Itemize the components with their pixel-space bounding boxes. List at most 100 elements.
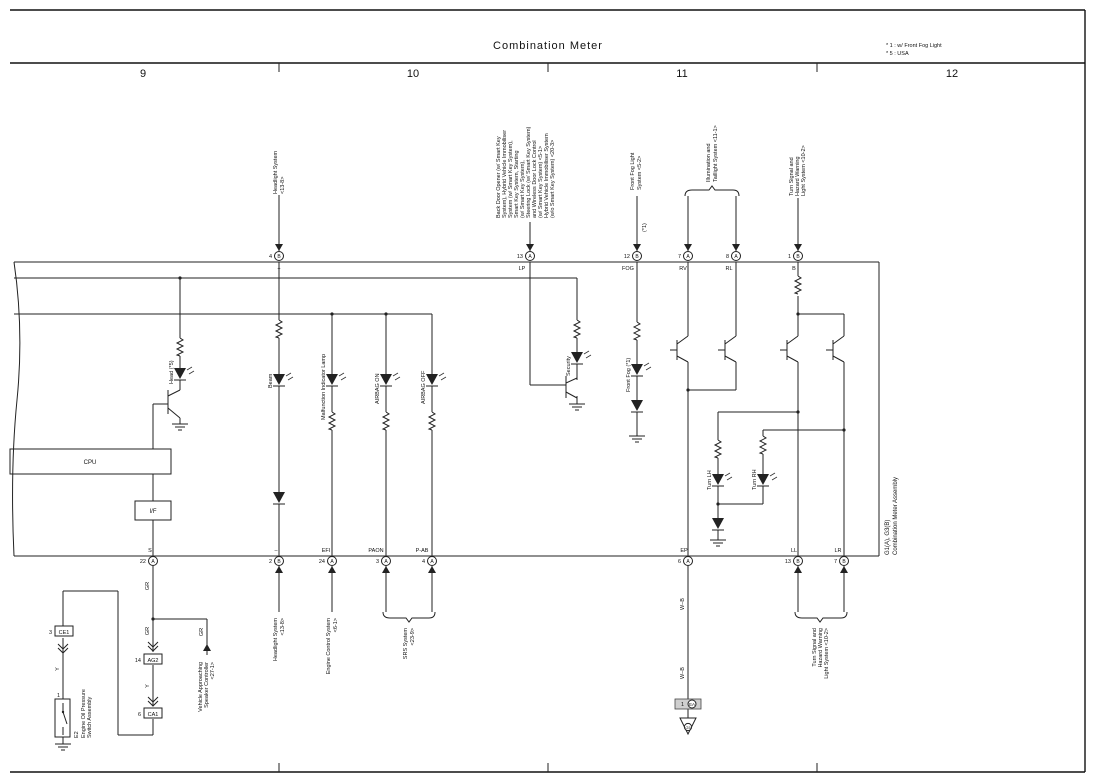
diode-turn-icon <box>712 518 724 531</box>
led-beam-icon <box>273 372 294 387</box>
transistor-turn-l-icon <box>780 335 799 363</box>
led-security-icon <box>571 350 592 365</box>
wire-labels: GR GR GR Y Y W–B W–B <box>55 582 686 688</box>
svg-text:B: B <box>842 559 846 565</box>
svg-text:(w/o Smart Key System) <20-3>: (w/o Smart Key System) <20-3> <box>550 140 556 218</box>
ground-point-label: G5 <box>685 725 691 730</box>
connector-bottom-efi <box>327 556 337 566</box>
junction-ag2 <box>143 653 163 665</box>
page-title: Combination Meter <box>493 40 603 52</box>
svg-text:Back Door Opener (w/ Smart Key: Back Door Opener (w/ Smart Key <box>496 136 502 218</box>
svg-text:Hazard Warning: Hazard Warning <box>818 628 824 668</box>
svg-text:<27-1>: <27-1> <box>210 662 216 679</box>
svg-text:6: 6 <box>678 559 681 565</box>
resistor-turn-lh <box>713 439 723 459</box>
led-airbag-on-icon <box>380 372 401 387</box>
top-connectors <box>274 251 803 261</box>
label-airbag-on: AIRBAG ON <box>375 373 381 404</box>
svg-text:System <5-2>: System <5-2> <box>637 156 643 190</box>
svg-text:W–B: W–B <box>680 667 686 679</box>
connector-top-rv <box>683 251 693 261</box>
bottom-system-labels: Headlight System <13-8> Engine Control S… <box>198 618 830 712</box>
connector-bottom-ep <box>683 556 693 566</box>
svg-text:RL: RL <box>725 266 732 272</box>
svg-text:Headlight System: Headlight System <box>273 618 279 662</box>
sensor-pin: 1 <box>57 693 60 699</box>
connector-bottom-paon <box>381 556 391 566</box>
connector-top-b <box>793 251 803 261</box>
svg-text:Headlight System: Headlight System <box>273 150 279 194</box>
svg-text:Speaker Controller: Speaker Controller <box>204 662 210 708</box>
ground-symbols <box>55 403 726 751</box>
svg-text:<23-9>: <23-9> <box>410 628 416 645</box>
svg-text:EP: EP <box>680 548 688 554</box>
svg-text:4: 4 <box>422 559 425 565</box>
diode-fog-icon <box>631 400 643 413</box>
svg-text:8: 8 <box>726 254 729 260</box>
svg-text:4: 4 <box>269 254 272 260</box>
connector-bottom-minus <box>274 556 284 566</box>
svg-text:B: B <box>277 254 281 260</box>
svg-text:System), Hybrid Vehicle Immobi: System), Hybrid Vehicle Immobiliser <box>502 130 508 218</box>
transistor-security-icon <box>565 376 578 399</box>
svg-text:13: 13 <box>785 559 791 565</box>
svg-text:(w/ Smart Key System) <5-1>: (w/ Smart Key System) <5-1> <box>538 146 544 218</box>
svg-text:CA1: CA1 <box>148 712 159 718</box>
top-connector-labels: 4 B + 13 A LP 12 B FOG 7 A RV 8 A RL 1 B… <box>269 254 800 272</box>
svg-text:A: A <box>734 254 738 260</box>
svg-text:B: B <box>796 559 800 565</box>
connector-bottom-s <box>148 556 158 566</box>
if-label: I/F <box>150 509 157 515</box>
assembly-name: Combination Meter Assembly <box>893 477 899 555</box>
connector-top-fog <box>632 251 642 261</box>
label-security: Security <box>566 356 572 376</box>
svg-text:2: 2 <box>269 559 272 565</box>
svg-text:GR: GR <box>145 627 151 635</box>
svg-text:A: A <box>384 559 388 565</box>
ground-fog-icon <box>629 435 645 443</box>
column-9: 9 <box>140 68 146 80</box>
ground-sensor-icon <box>55 737 71 751</box>
svg-text:Y: Y <box>55 667 61 671</box>
svg-text:A: A <box>430 559 434 565</box>
diodes <box>273 400 724 531</box>
svg-text:A: A <box>151 559 155 565</box>
svg-text:+: + <box>277 266 280 272</box>
sensor-name-1: Engine Oil Pressure <box>81 689 87 738</box>
ground-head-icon <box>172 423 188 431</box>
svg-text:3: 3 <box>376 559 379 565</box>
svg-text:Illumination and: Illumination and <box>706 143 712 182</box>
top-external-wiring <box>275 185 802 251</box>
svg-text:3: 3 <box>49 630 52 636</box>
svg-text:7: 7 <box>678 254 681 260</box>
svg-text:6: 6 <box>138 712 141 718</box>
svg-text:Turn Signal and: Turn Signal and <box>789 157 795 196</box>
svg-text:FOG: FOG <box>622 266 634 272</box>
svg-text:PAON: PAON <box>368 548 383 554</box>
svg-text:A: A <box>330 559 334 565</box>
svg-text:<13-8>: <13-8> <box>280 177 286 194</box>
resistor-head <box>175 337 185 357</box>
assembly-code: G1(A), G3(B) <box>885 520 891 555</box>
ground-junction-code: EA <box>689 702 695 707</box>
svg-text:B: B <box>796 254 800 260</box>
label-beam: Beam <box>268 373 274 388</box>
ground-junction-num: 1 <box>681 702 684 708</box>
svg-text:W–B: W–B <box>680 598 686 610</box>
svg-text:Light System <10-2>: Light System <10-2> <box>824 628 830 679</box>
junction-dots <box>151 276 846 621</box>
meter-assembly-box <box>12 261 880 557</box>
oil-pressure-sensor: 1 E2 Engine Oil Pressure Switch Assembly <box>54 689 93 738</box>
led-head-icon <box>174 366 195 381</box>
resistor-b <box>793 275 803 295</box>
connector-top-rl <box>731 251 741 261</box>
svg-text:Vehicle Approaching: Vehicle Approaching <box>198 662 204 712</box>
resistors <box>175 275 803 459</box>
svg-text:Hazard Warning: Hazard Warning <box>795 156 801 196</box>
label-turn-lh: Turn LH <box>707 470 713 490</box>
svg-text:Light System <10-2>: Light System <10-2> <box>801 145 807 196</box>
ground-security-icon <box>569 403 585 411</box>
resistor-security <box>572 319 582 339</box>
ground-turn-icon <box>710 539 726 547</box>
